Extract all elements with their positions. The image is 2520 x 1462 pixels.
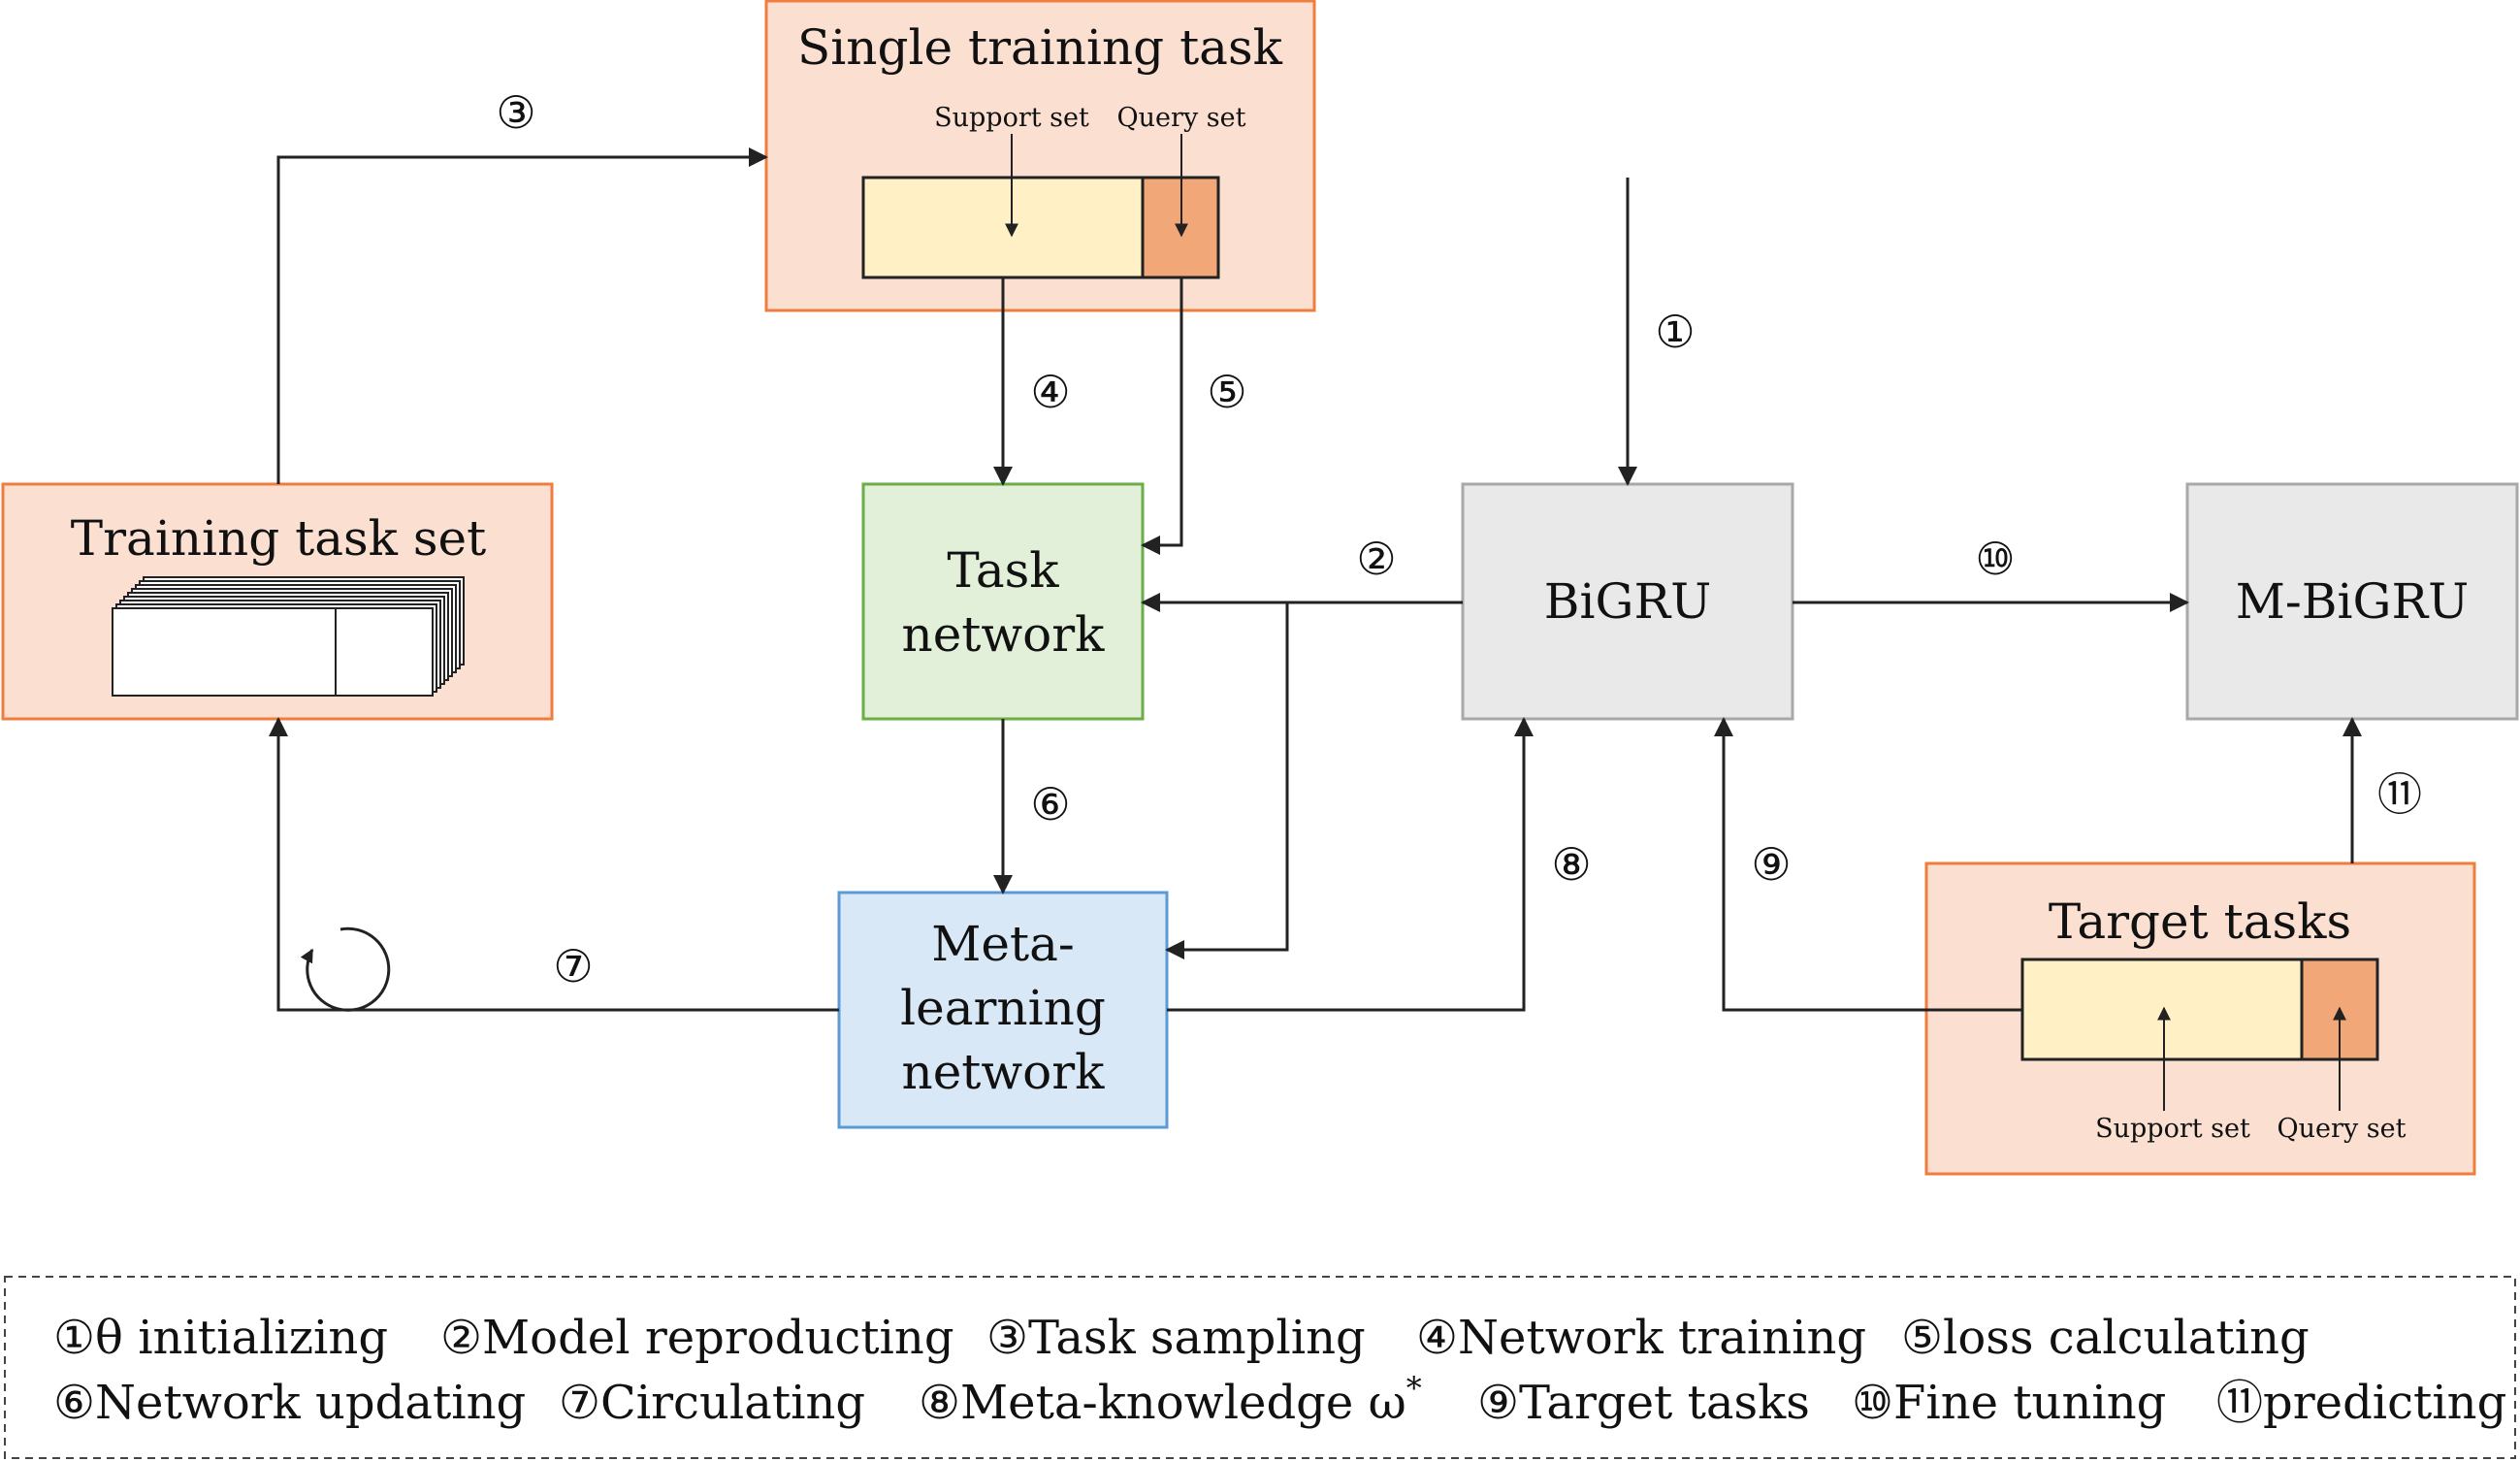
legend-item-1: ①θ initializing xyxy=(53,1311,388,1365)
legend-item-10: ⑩Fine tuning xyxy=(1852,1376,2166,1430)
legend-item-4: ④Network training xyxy=(1416,1311,1866,1365)
legend-item-9: ⑨Target tasks xyxy=(1477,1376,1810,1430)
legend-item-11: ⑪predicting xyxy=(2216,1376,2506,1430)
single-training-support-label: Support set xyxy=(934,103,1089,133)
step-marker-9: ⑨ xyxy=(1751,838,1791,891)
stacked-task-cards xyxy=(112,576,465,697)
training-task-set-title: Training task set xyxy=(71,510,486,567)
step-marker-5: ⑤ xyxy=(1207,366,1246,418)
arrow-meta-knowledge xyxy=(1167,717,1534,1012)
task-network-frame xyxy=(861,482,1145,721)
step-marker-10: ⑩ xyxy=(1975,533,2015,585)
legend-item-8: ⑧Meta-knowledge ω* xyxy=(919,1370,1422,1430)
bigru-frame xyxy=(1461,482,1794,721)
bigru-box: BiGRU xyxy=(1461,482,1794,721)
target-support-bar xyxy=(2020,958,2304,1061)
training-task-set-box: Training task set xyxy=(1,482,554,721)
arrow-model-to-meta xyxy=(1165,602,1289,959)
task-network-box: Task network xyxy=(861,482,1145,721)
meta-learning-network-box: Meta- learning network xyxy=(837,891,1169,1129)
m-bigru-box: M-BiGRU xyxy=(2185,482,2519,721)
step-marker-2: ② xyxy=(1356,533,1396,585)
target-tasks-box: Target tasks Support set Query set xyxy=(1924,861,2476,1176)
step-marker-6: ⑥ xyxy=(1030,778,1070,830)
meta-learning-network-frame xyxy=(837,891,1169,1129)
step-marker-8: ⑧ xyxy=(1551,838,1591,891)
meta-learning-label-line1: Meta- xyxy=(931,916,1075,972)
legend-item-7: ⑦Circulating xyxy=(559,1376,865,1430)
arrow-loss-calculating xyxy=(1141,277,1183,555)
single-training-support-bar xyxy=(861,176,1145,279)
legend-item-3: ③Task sampling xyxy=(986,1311,1366,1365)
target-support-label: Support set xyxy=(2095,1114,2250,1144)
arrow-target-tasks xyxy=(1714,717,2022,1012)
legend-item-2: ②Model reproducting xyxy=(440,1311,954,1365)
loop-icon xyxy=(300,926,391,1012)
meta-learning-label-line2: learning xyxy=(900,980,1106,1036)
legend-frame xyxy=(4,1276,2516,1459)
arrow-task-sampling xyxy=(276,147,768,484)
m-bigru-label: M-BiGRU xyxy=(2236,573,2470,630)
target-tasks-title: Target tasks xyxy=(2049,893,2351,950)
step-marker-11: ⑪ xyxy=(2377,768,2422,821)
legend: ①θ initializing ②Model reproducting ③Tas… xyxy=(4,1276,2516,1459)
legend-item-8-text: ⑧Meta-knowledge ω xyxy=(919,1376,1406,1430)
target-query-label: Query set xyxy=(2278,1114,2407,1144)
single-training-task-title: Single training task xyxy=(797,19,1283,76)
task-network-label-line1: Task xyxy=(947,542,1059,599)
m-bigru-frame xyxy=(2185,482,2519,721)
legend-item-5: ⑤loss calculating xyxy=(1901,1311,2310,1365)
task-card xyxy=(112,607,434,697)
meta-learning-label-line3: network xyxy=(902,1044,1106,1100)
legend-item-8-superscript: * xyxy=(1406,1370,1422,1407)
single-training-task-box: Single training task Support set Query s… xyxy=(764,0,1316,312)
step-marker-7: ⑦ xyxy=(553,940,593,992)
bigru-label: BiGRU xyxy=(1544,573,1711,630)
single-training-query-label: Query set xyxy=(1117,103,1246,133)
step-marker-3: ③ xyxy=(496,86,535,139)
step-marker-1: ① xyxy=(1655,306,1695,358)
step-marker-4: ④ xyxy=(1030,366,1070,418)
arrow-circulating xyxy=(269,717,839,1012)
legend-item-6: ⑥Network updating xyxy=(53,1376,526,1430)
task-network-label-line2: network xyxy=(902,606,1106,663)
